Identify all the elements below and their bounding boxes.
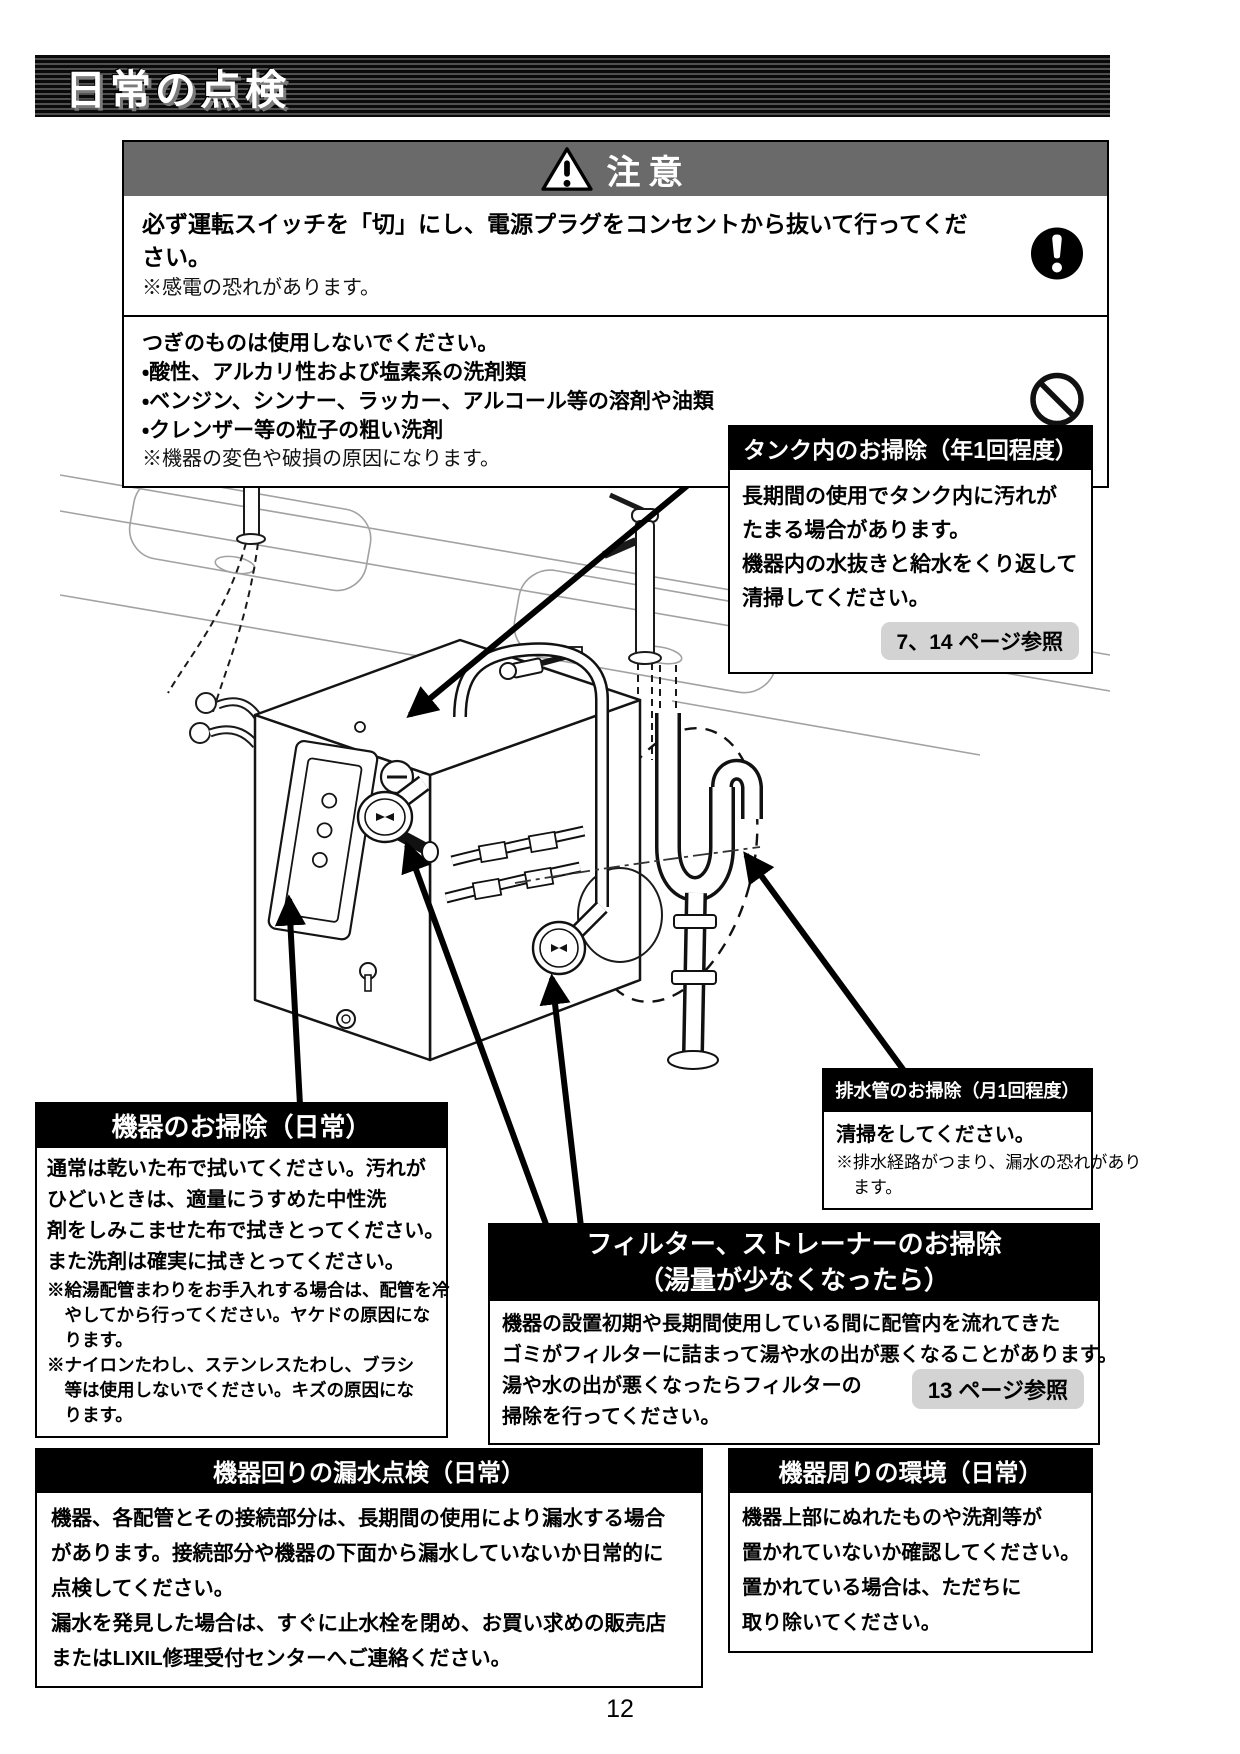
page-number: 12	[606, 1695, 634, 1723]
shutoff-valves	[189, 692, 262, 749]
leader-arrows	[274, 449, 908, 1229]
text-line: ※排水経路がつまり、漏水の恐れがあり	[836, 1153, 1142, 1172]
text-line: また洗剤は確実に拭きとってください。	[47, 1251, 405, 1273]
callout-filter-title: フィルター、ストレーナーのお掃除 （湯量が少なくなったら）	[488, 1223, 1100, 1301]
flexible-hoses	[444, 825, 761, 904]
text-line: ます。	[853, 1178, 903, 1197]
text-line: 剤をしみこませた布で拭きとってください。	[47, 1220, 445, 1242]
callout-leak-inspection: 機器回りの漏水点検（日常） 機器、各配管とその接続部分は、長期間の使用により漏水…	[35, 1448, 703, 1688]
text-line: 等は使用しないでください。キズの原因にな	[64, 1380, 414, 1400]
text-line: があります。接続部分や機器の下面から漏水していないか日常的に	[51, 1542, 664, 1565]
callout-tank-body: 長期間の使用でタンク内に汚れが たまる場合があります。 機器内の水抜きと給水をく…	[728, 470, 1093, 674]
drain-area-highlight-ellipse	[585, 726, 759, 1004]
caution-electric-row: 必ず運転スイッチを「切」にし、電源プラグをコンセントから抜いて行ってください。 …	[124, 196, 1107, 315]
callout-environment-title: 機器周りの環境（日常）	[728, 1448, 1093, 1493]
callout-device-title: 機器のお掃除（日常）	[35, 1102, 448, 1148]
caution-prohibited-line: つぎのものは使用しないでください。	[142, 332, 499, 355]
text-line: ります。	[64, 1330, 133, 1350]
text-line: 点検してください。	[51, 1577, 235, 1600]
text-line: またはLIXIL修理受付センターへご連絡ください。	[51, 1647, 512, 1670]
page-reference-badge: 13 ページ参照	[911, 1369, 1084, 1409]
page-title-bar: 日常の点検	[35, 55, 1110, 117]
page-title: 日常の点検	[65, 67, 290, 113]
caution-prohibited-note: ※機器の変色や破損の原因になります。	[142, 448, 500, 470]
text-line: ります。	[64, 1405, 133, 1425]
text-line: 掃除を行ってください。	[502, 1406, 721, 1428]
text-line: 機器、各配管とその接続部分は、長期間の使用により漏水する場合	[51, 1507, 665, 1530]
text-line: 清掃してください。	[742, 587, 930, 610]
caution-header: 注意	[124, 142, 1107, 196]
text-line: 漏水を発見した場合は、すぐに止水栓を閉め、お買い求めの販売店	[51, 1612, 666, 1635]
text-line: 清掃をしてください。	[836, 1124, 1035, 1146]
text-line: 通常は乾いた布で拭いてください。汚れが	[47, 1158, 426, 1180]
check-valve-strainer	[531, 920, 587, 976]
caution-title: 注意	[606, 153, 691, 192]
unit-details	[336, 646, 583, 1029]
caution-prohibited-row: つぎのものは使用しないでください。 ・酸性、アルカリ性および塩素系の洗剤類 ・ベ…	[124, 315, 1107, 486]
text-line: 置かれていないか確認してください。	[742, 1542, 1081, 1564]
leader-arrow-tank	[406, 449, 730, 718]
caution-prohibited-line: ・酸性、アルカリ性および塩素系の洗剤類	[142, 361, 527, 384]
text-line: やしてから行ってください。ヤケドの原因にな	[64, 1305, 431, 1325]
callout-leak-body: 機器、各配管とその接続部分は、長期間の使用により漏水する場合 があります。接続部…	[35, 1493, 703, 1688]
callout-device-body: 通常は乾いた布で拭いてください。汚れが ひどいときは、適量にうすめた中性洗 剤を…	[35, 1148, 450, 1438]
text-line: 置かれている場合は、ただちに	[742, 1577, 1022, 1599]
leader-arrow-filter-1	[401, 840, 550, 1229]
page-reference-badge: 7、14 ページ参照	[880, 622, 1079, 660]
callout-filter-title-line1: フィルター、ストレーナーのお掃除	[586, 1229, 1002, 1259]
text-line: 機器内の水抜きと給水をくり返して	[742, 553, 1078, 576]
drain-trap-piping	[655, 665, 763, 1070]
prohibition-icon	[1029, 371, 1085, 432]
text-line: ※ナイロンたわし、ステンレスたわし、ブラシ	[47, 1355, 415, 1375]
callout-drain-title: 排水管のお掃除（月1回程度）	[822, 1068, 1093, 1112]
caution-electric-note: ※感電の恐れがあります。	[142, 277, 380, 299]
callout-filter-body: 機器の設置初期や長期間使用している間に配管内を流れてきた ゴミがフィルターに詰ま…	[488, 1301, 1118, 1445]
callout-environment: 機器周りの環境（日常） 機器上部にぬれたものや洗剤等が 置かれていないか確認して…	[728, 1448, 1093, 1653]
leader-arrow-device	[274, 894, 306, 1106]
caution-electric-text: 必ず運転スイッチを「切」にし、電源プラグをコンセントから抜いて行ってください。	[142, 211, 968, 270]
callout-tank-title: タンク内のお掃除（年1回程度）	[728, 425, 1093, 470]
callout-filter-cleaning: フィルター、ストレーナーのお掃除 （湯量が少なくなったら） 機器の設置初期や長期…	[488, 1223, 1118, 1445]
callout-drain-cleaning: 排水管のお掃除（月1回程度） 清掃をしてください。 ※排水経路がつまり、漏水の恐…	[822, 1068, 1142, 1210]
callout-environment-body: 機器上部にぬれたものや洗剤等が 置かれていないか確認してください。 置かれている…	[728, 1493, 1093, 1653]
wall-flange	[577, 867, 663, 963]
callout-leak-title: 機器回りの漏水点検（日常）	[35, 1448, 703, 1493]
text-line: 長期間の使用でタンク内に汚れが	[742, 485, 1057, 508]
callout-device-cleaning: 機器のお掃除（日常） 通常は乾いた布で拭いてください。汚れが ひどいときは、適量…	[35, 1102, 450, 1438]
caution-box: 注意 必ず運転スイッチを「切」にし、電源プラグをコンセントから抜いて行ってくださ…	[122, 140, 1109, 488]
caution-prohibited-line: ・ベンジン、シンナー、ラッカー、アルコール等の溶剤や油類	[142, 390, 714, 413]
callout-filter-title-line2: （湯量が少なくなったら）	[637, 1265, 950, 1295]
text-line: 機器上部にぬれたものや洗剤等が	[742, 1507, 1042, 1529]
control-panel	[267, 739, 379, 941]
text-line: たまる場合があります。	[742, 519, 971, 542]
text-line: ひどいときは、適量にうすめた中性洗	[47, 1189, 387, 1211]
text-line: 取り除いてください。	[742, 1612, 941, 1634]
page-reference-row: 7、14 ページ参照	[742, 622, 1079, 660]
callout-drain-body: 清掃をしてください。 ※排水経路がつまり、漏水の恐れがあり ます。	[822, 1112, 1142, 1210]
mandatory-action-icon	[1029, 225, 1085, 286]
warning-triangle-icon	[540, 147, 593, 191]
text-line: ※給湯配管まわりをお手入れする場合は、配管を冷	[47, 1280, 450, 1300]
text-line: 機器の設置初期や長期間使用している間に配管内を流れてきた	[502, 1313, 1061, 1335]
callout-tank-cleaning: タンク内のお掃除（年1回程度） 長期間の使用でタンク内に汚れが たまる場合があり…	[728, 425, 1093, 674]
leader-arrow-filter-2	[539, 973, 584, 1228]
caution-prohibited-line: ・クレンザー等の粒子の粗い洗剤	[142, 419, 444, 442]
text-line: ゴミがフィルターに詰まって湯や水の出が悪くなることがあります。	[502, 1344, 1118, 1366]
leader-arrow-drain	[743, 851, 908, 1074]
under-sink-installation-diagram	[60, 423, 1110, 1229]
text-line: 湯や水の出が悪くなったらフィルターの	[502, 1375, 862, 1397]
